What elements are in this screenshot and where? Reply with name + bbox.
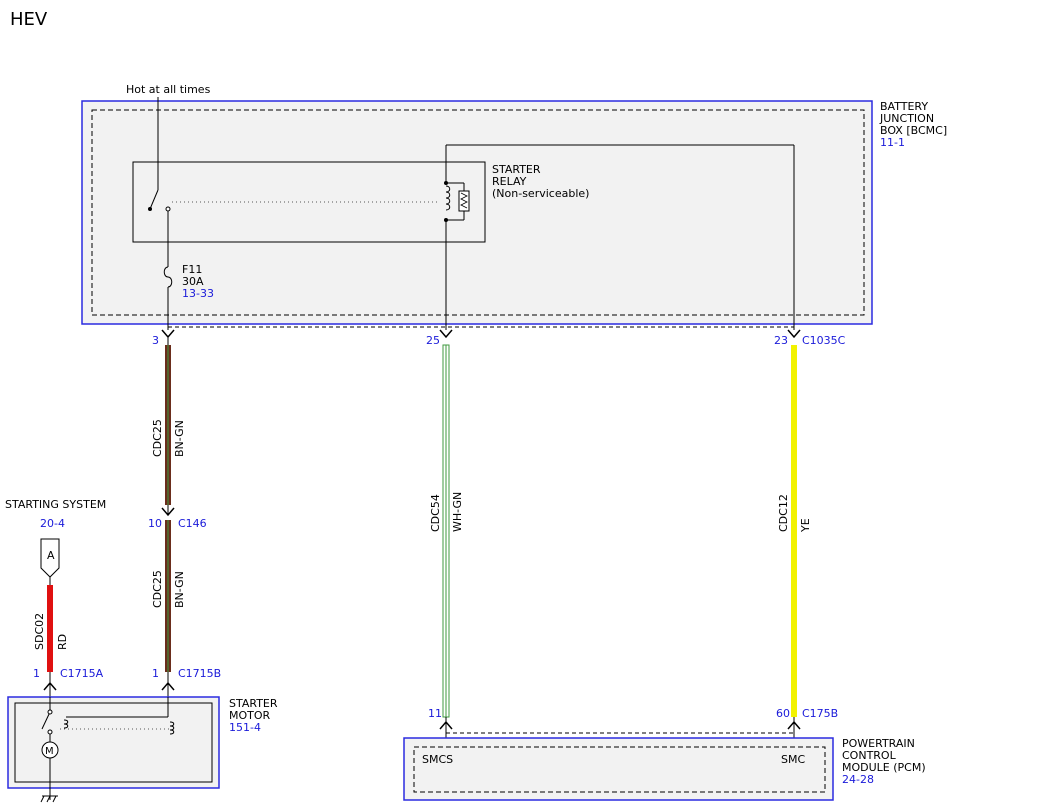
starter-relay: STARTER RELAY (Non-serviceable) (132, 161, 589, 243)
starting-system-label: STARTING SYSTEM (5, 498, 106, 511)
starter-motor-name-1: STARTER (229, 697, 278, 710)
fuse-icon (163, 266, 173, 288)
c1715b-name: C1715B (178, 667, 221, 680)
svg-text:M: M (45, 746, 54, 757)
relay-coil-icon (445, 185, 451, 211)
relay-name-2: RELAY (492, 175, 527, 188)
hot-at-all-times-label: Hot at all times (126, 83, 211, 96)
pin-25-label: 25 (426, 334, 440, 347)
pcm-smc-chevron-icon (787, 720, 801, 730)
off-page-connector-letter: A (47, 549, 55, 562)
pcm-pin-60: 60 (776, 707, 790, 720)
starter-motor-ref: 151-4 (229, 721, 261, 734)
bjb-name-1: BATTERY (880, 100, 928, 113)
pcm-pin-11: 11 (428, 707, 442, 720)
bjb-ref: 11-1 (880, 136, 905, 149)
wire-cdc25-lower-circuit: CDC25 (151, 570, 164, 608)
bjb-name-3: BOX [BCMC] (880, 124, 947, 137)
c1715a-name: C1715A (60, 667, 104, 680)
wire-cdc25-upper-color: BN-GN (173, 420, 186, 457)
off-page-connector-icon (40, 538, 60, 578)
c1715b-pin: 1 (152, 667, 159, 680)
fuse-rating: 30A (182, 275, 204, 288)
c146-name: C146 (178, 517, 207, 530)
hold-coil-icon (169, 721, 175, 735)
wire-cdc12 (791, 345, 797, 717)
pcm-name-2: CONTROL (842, 749, 897, 762)
fuse-id: F11 (182, 263, 202, 276)
pcm-module: SMCS SMC POWERTRAIN CONTROL MODULE (PCM)… (403, 737, 926, 801)
pcm-smcs-label: SMCS (422, 753, 453, 766)
wire-sdc02 (47, 585, 53, 672)
pin-3-label: 3 (152, 334, 159, 347)
connector-chevron-icon (439, 329, 453, 339)
wire-cdc25-upper-circuit: CDC25 (151, 419, 164, 457)
c1715b-chevron-icon (161, 681, 175, 691)
relay-name-3: (Non-serviceable) (492, 187, 589, 200)
starting-system-ref: 20-4 (40, 517, 65, 530)
solenoid-switch-contact (41, 711, 51, 730)
pcm-name-3: MODULE (PCM) (842, 761, 926, 774)
c1715a-pin: 1 (33, 667, 40, 680)
wire-cdc54-color: WH-GN (451, 492, 464, 532)
relay-switch-contact (149, 189, 159, 210)
wire-sdc02-color: RD (56, 634, 69, 650)
page-title: HEV (10, 9, 48, 30)
relay-resistor-icon (458, 190, 470, 212)
relay-name-1: STARTER (492, 163, 541, 176)
starter-motor-name-2: MOTOR (229, 709, 271, 722)
bjb-name-2: JUNCTION (879, 112, 934, 125)
pcm-smc-label: SMC (781, 753, 805, 766)
pcm-connector-name: C175B (802, 707, 838, 720)
wire-cdc12-color: YE (799, 518, 812, 533)
wire-sdc02-circuit: SDC02 (33, 613, 46, 650)
fuse-ref: 13-33 (182, 287, 214, 300)
pcm-ref: 24-28 (842, 773, 874, 786)
wire-cdc54-circuit: CDC54 (429, 494, 442, 532)
bjb-connector-name: C1035C (802, 334, 846, 347)
solenoid-coil-icon (63, 719, 69, 729)
wire-cdc12-circuit: CDC12 (777, 494, 790, 532)
starter-motor: STARTER MOTOR 151-4 M (7, 696, 278, 803)
pin-23-label: 23 (774, 334, 788, 347)
c1715a-chevron-icon (43, 681, 57, 691)
pcm-smcs-chevron-icon (439, 720, 453, 730)
wire-cdc25-lower-color: BN-GN (173, 571, 186, 608)
c146-pin: 10 (148, 517, 162, 530)
connector-chevron-icon (787, 329, 801, 339)
connector-chevron-icon (161, 329, 175, 339)
battery-junction-box: BATTERY JUNCTION BOX [BCMC] 11-1 (81, 100, 947, 325)
pcm-name-1: POWERTRAIN (842, 737, 915, 750)
